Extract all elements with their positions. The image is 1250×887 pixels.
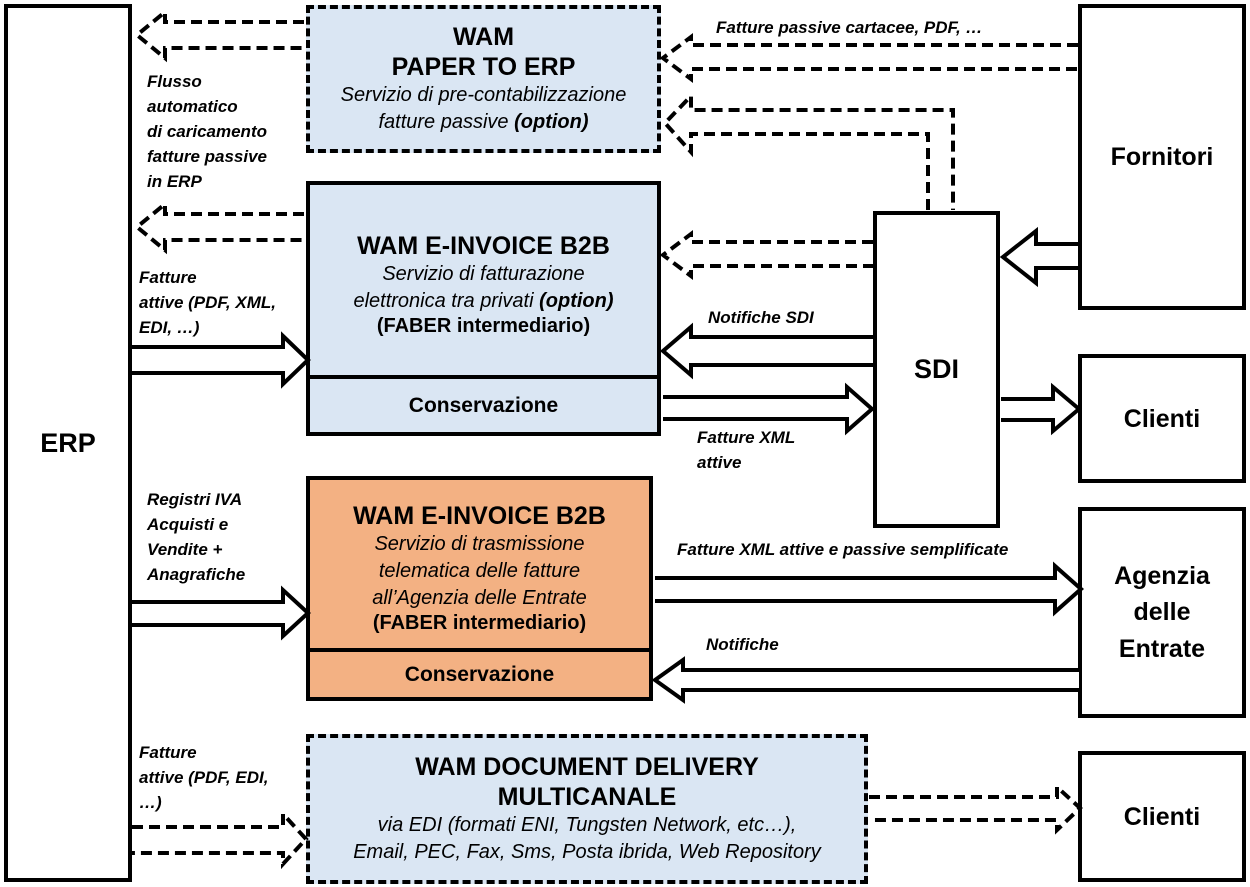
agenzia-entrate-box: Agenzia delle Entrate: [1078, 507, 1246, 718]
document-delivery-box: WAM DOCUMENT DELIVERY MULTICANALE via ED…: [306, 734, 868, 884]
clienti-box-1: Clienti: [1078, 354, 1246, 483]
einvoice-ade-intermediary: (FABER intermediario): [372, 612, 587, 634]
einvoice-ade-title: WAM E-INVOICE B2B: [353, 502, 606, 530]
erp-box: ERP: [4, 4, 132, 882]
arrow-notifiche-sdi: [659, 322, 873, 380]
arrow-einvoice-to-erp: [133, 199, 304, 255]
clienti-label-1: Clienti: [1123, 404, 1201, 433]
label-notifiche: Notifiche: [706, 635, 779, 654]
einvoice-ade-storage: Conservazione: [310, 648, 649, 697]
einvoice-ade-box: WAM E-INVOICE B2B Servizio di trasmissio…: [306, 476, 653, 701]
fornitori-label: Fornitori: [1110, 143, 1214, 171]
clienti-box-2: Clienti: [1078, 751, 1246, 882]
paper-to-erp-title-2: PAPER TO ERP: [391, 53, 576, 81]
agenzia-line-3: Entrate: [1118, 634, 1206, 663]
sdi-label: SDI: [913, 354, 959, 385]
arrow-erp-to-document-delivery: [132, 808, 309, 870]
label-registri: Registri IVA Acquisti e Vendite + Anagra…: [147, 490, 246, 584]
agenzia-line-2: delle: [1133, 598, 1191, 627]
arrow-einvoice-to-sdi: [663, 382, 876, 436]
document-delivery-title-1: WAM DOCUMENT DELIVERY: [415, 753, 759, 781]
einvoice-b2b-intermediary: (FABER intermediario): [376, 314, 591, 337]
label-flusso: Flusso automatico di caricamento fatture…: [147, 72, 267, 191]
label-notifiche-sdi: Notifiche SDI: [708, 308, 814, 327]
einvoice-b2b-option: (option): [539, 289, 614, 312]
paper-to-erp-desc-2: fatture passive (option): [378, 111, 589, 133]
label-fatture-passive-cartacee: Fatture passive cartacee, PDF, …: [716, 18, 983, 37]
arrow-einvoice-ade-to-agenzia: [655, 561, 1085, 617]
erp-label: ERP: [40, 427, 96, 458]
agenzia-line-1: Agenzia: [1114, 562, 1210, 591]
arrow-fornitori-to-sdi: [999, 226, 1078, 288]
einvoice-b2b-desc-1: Servizio di fatturazione: [382, 262, 585, 285]
arrow-erp-to-einvoice-ade: [132, 585, 311, 641]
arrow-sdi-to-einvoice-dashed: [659, 230, 873, 280]
einvoice-b2b-storage: Conservazione: [310, 375, 657, 432]
einvoice-ade-desc-1: Servizio di trasmissione: [374, 533, 585, 555]
paper-to-erp-option: (option): [514, 111, 589, 133]
einvoice-ade-desc-2: telematica delle fatture: [378, 560, 581, 582]
arrow-document-delivery-to-clienti: [869, 782, 1083, 835]
arrow-paper-to-erp-to-erp: [133, 7, 304, 63]
fornitori-box: Fornitori: [1078, 4, 1246, 310]
label-fatture-attive-2: Fatture attive (PDF, EDI, …): [139, 743, 269, 812]
document-delivery-desc-1: via EDI (formati ENI, Tungsten Network, …: [377, 814, 797, 836]
arrow-notifiche-agenzia: [651, 656, 1079, 704]
einvoice-b2b-title: WAM E-INVOICE B2B: [357, 231, 610, 260]
sdi-box: SDI: [873, 211, 1000, 528]
paper-to-erp-box: WAM PAPER TO ERP Servizio di pre-contabi…: [306, 5, 661, 153]
arrow-sdi-to-clienti: [1001, 382, 1083, 436]
einvoice-b2b-desc-2: elettronica tra privati (option): [353, 289, 614, 312]
einvoice-ade-desc-3: all’Agenzia delle Entrate: [372, 587, 587, 609]
label-fatture-xml-attive: Fatture XML attive: [697, 428, 796, 472]
document-delivery-title-2: MULTICANALE: [497, 783, 677, 811]
document-delivery-desc-2: Email, PEC, Fax, Sms, Posta ibrida, Web …: [353, 841, 821, 863]
clienti-label-2: Clienti: [1123, 802, 1201, 831]
arrow-sdi-to-paper: [662, 91, 955, 210]
einvoice-b2b-box: WAM E-INVOICE B2B Servizio di fatturazio…: [306, 181, 661, 436]
label-fatture-attive-1: Fatture attive (PDF, XML, EDI, …): [139, 268, 276, 337]
paper-to-erp-title-1: WAM: [452, 23, 515, 51]
label-fatture-xml-semplificate: Fatture XML attive e passive semplificat…: [677, 540, 1009, 559]
arrow-fornitori-to-paper: [659, 33, 1078, 83]
arrow-erp-to-einvoice: [132, 331, 311, 389]
paper-to-erp-desc-1: Servizio di pre-contabilizzazione: [340, 84, 627, 106]
